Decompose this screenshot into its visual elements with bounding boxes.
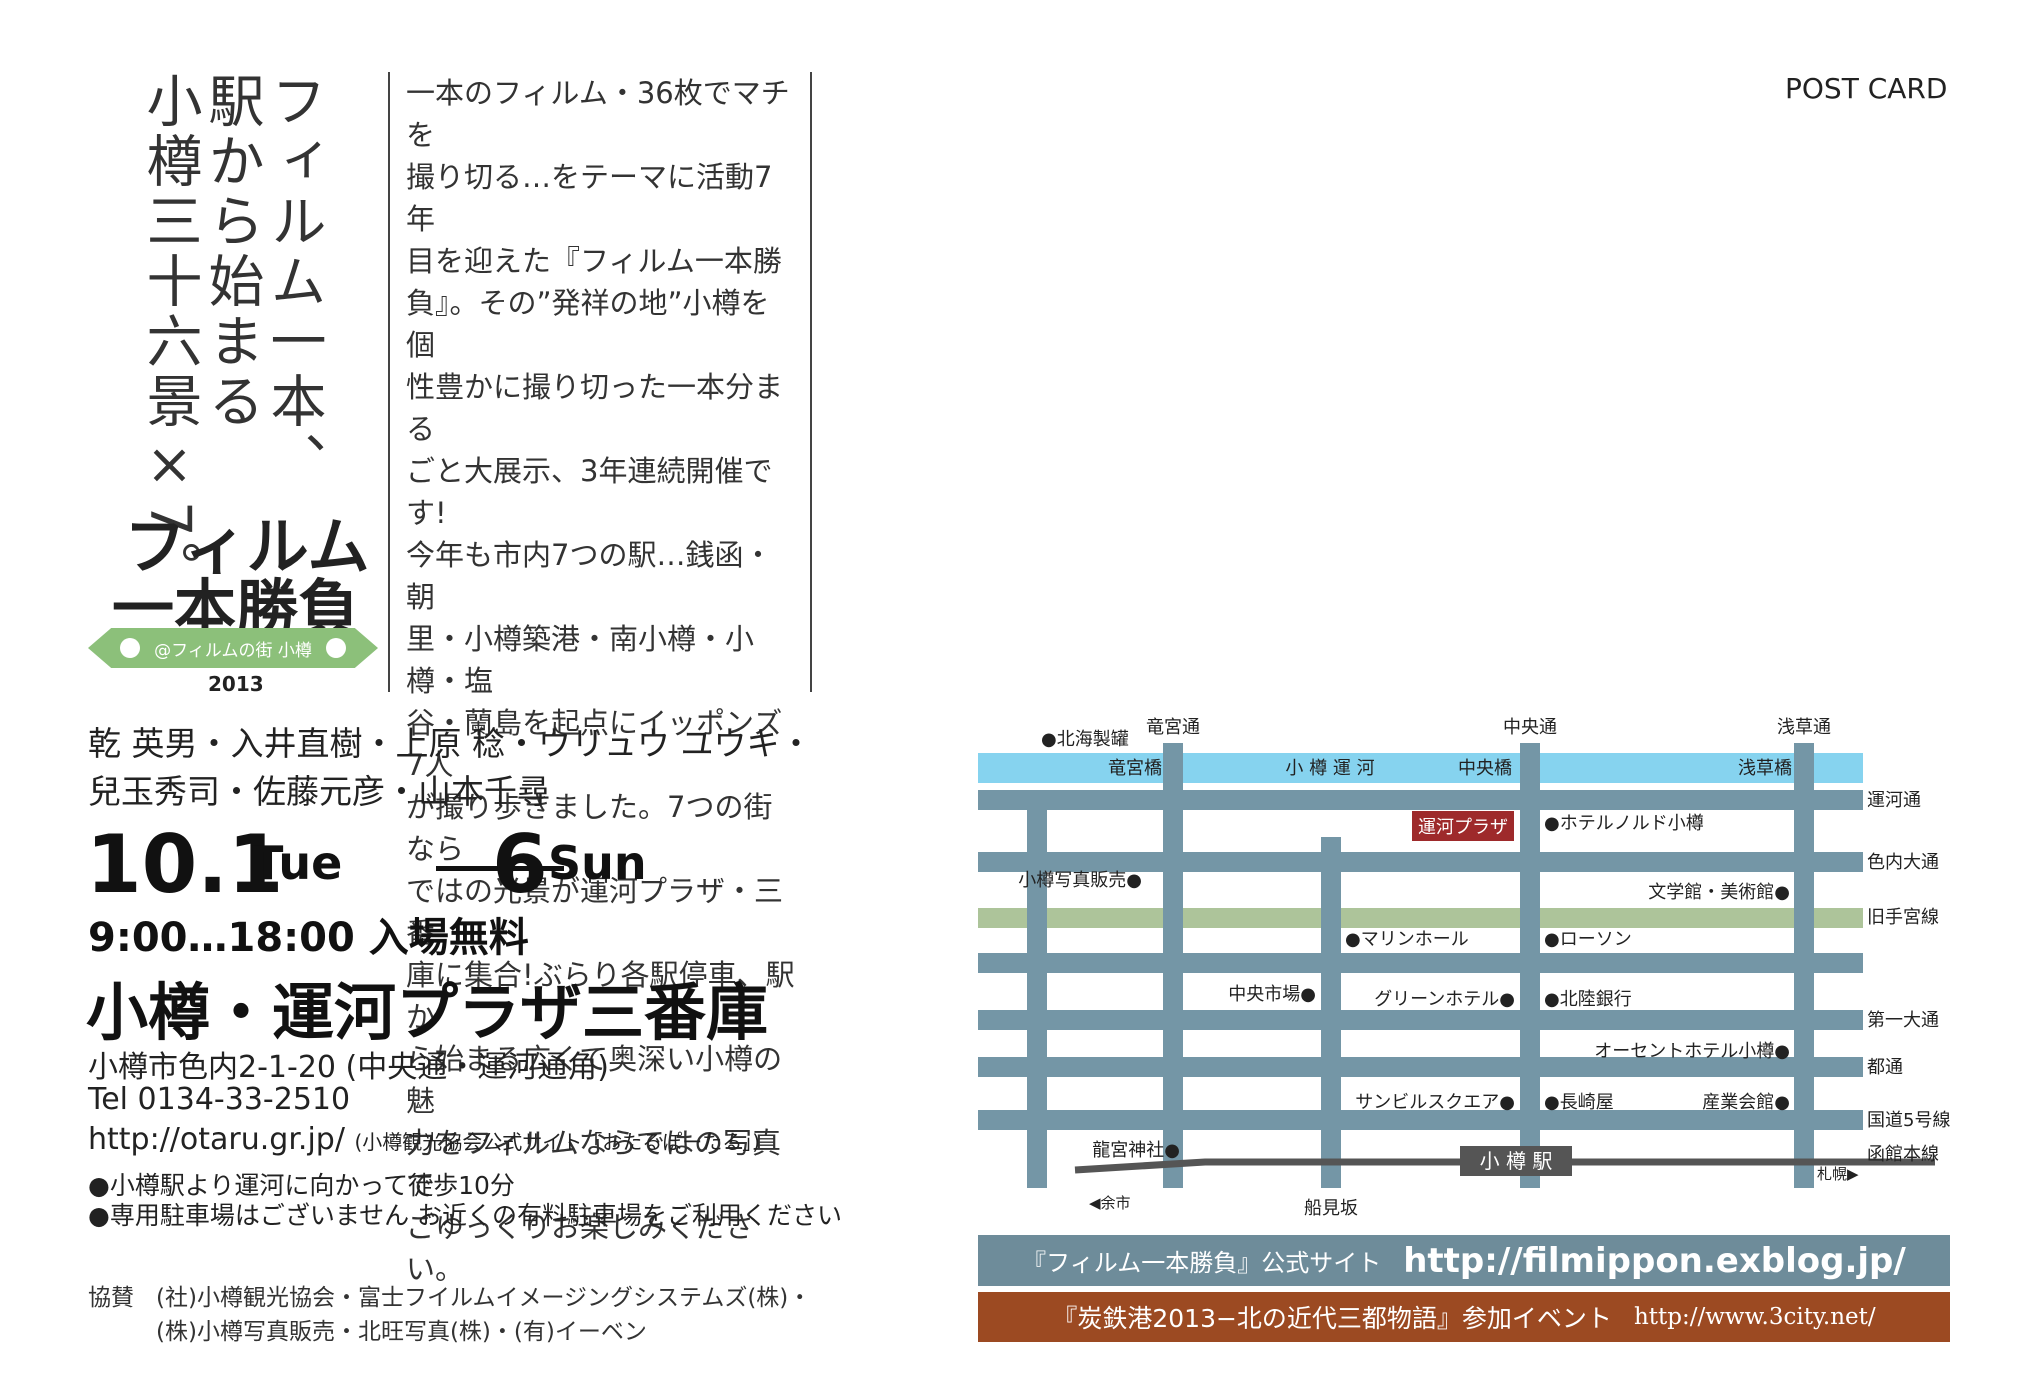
place-hokuriku: ●北陸銀行 (1544, 989, 1632, 1010)
street-asakusa (1794, 743, 1814, 1188)
road-label-daiichi: 第一大通 (1867, 1010, 1939, 1031)
plaza-label: 運河プラザ (1418, 817, 1508, 838)
event-link[interactable]: http://www.3city.net/ (1633, 1304, 1876, 1330)
event-label: 『炭鉄港2013−北の近代三都物語』参加イベント (1052, 1304, 1612, 1333)
old-rail-line (978, 908, 1863, 928)
place-marine: ●マリンホール (1345, 929, 1469, 950)
station-label: 小 樽 駅 (1480, 1149, 1553, 1173)
road-label-route5: 国道5号線 (1867, 1110, 1950, 1131)
canal (978, 753, 1863, 783)
event-bar: 『炭鉄港2013−北の近代三都物語』参加イベント http://www.3cit… (978, 1292, 1950, 1342)
place-ocean: オーセントホテル小樽● (1594, 1041, 1790, 1062)
start-date: 10.1 (86, 818, 284, 911)
sponsor-label: 協賛 (88, 1285, 134, 1311)
website-line: http://otaru.gr.jp/ (小樽観光協会公式サイト「おたるぽーたる… (88, 1122, 760, 1157)
street-funami (1321, 837, 1341, 1188)
intro-text: 一本のフィルム・36枚でマチを 撮り切る…をテーマに活動7年 目を迎えた『フィル… (406, 76, 795, 1286)
street-label-chuo: 中央通 (1503, 717, 1557, 738)
logo-banner: @フィルムの街 小樽 (88, 628, 378, 668)
tagline-col-3: 小樽三十六景×7。 (137, 72, 202, 601)
street-ironai (978, 852, 1863, 872)
tagline-col-2: 駅から始まる (199, 72, 264, 432)
place-sunbil: サンビルスクエア● (1355, 1092, 1515, 1113)
road-label-temiya: 旧手宮線 (1867, 907, 1939, 928)
logo-banner-text: @フィルムの街 小樽 (154, 640, 312, 661)
bridge-asakusa: 浅草橋 (1738, 758, 1792, 779)
venue-tel: Tel 0134-33-2510 (88, 1082, 351, 1117)
street-chuo (1520, 743, 1540, 1188)
intro-box: 一本のフィルム・36枚でマチを 撮り切る…をテーマに活動7年 目を迎えた『フィル… (388, 72, 812, 1286)
place-bungaku: 文学館・美術館● (1648, 882, 1790, 903)
end-day: Sun (548, 836, 647, 890)
place-funami: 船見坂 (1304, 1198, 1358, 1219)
place-chuo-ichiba: 中央市場● (1228, 984, 1316, 1005)
street-ryugu (1163, 743, 1183, 1188)
street-unga (978, 790, 1863, 810)
website-link[interactable]: http://otaru.gr.jp/ (88, 1122, 345, 1157)
canal-label: 小 樽 運 河 (1285, 758, 1374, 779)
website-note: (小樽観光協会公式サイト「おたるぽーたる」) (354, 1130, 761, 1154)
street-label-asakusa: 浅草通 (1777, 717, 1831, 738)
access-map: 小 樽 駅 運河プラザ 小 樽 運 河 竜宮橋 中央橋 浅草橋 竜宮通 中央通 … (978, 717, 1950, 1219)
street-route5 (978, 1110, 1863, 1130)
official-site-label: 『フィルム一本勝負』公式サイト (1022, 1249, 1382, 1277)
venue-address: 小樽市色内2-1-20 (中央通・運河通角) (88, 1050, 609, 1085)
bridge-ryugu: 竜宮橋 (1108, 758, 1162, 779)
place-shashin: 小樽写真販売● (1018, 870, 1142, 891)
start-day: Tue (252, 836, 343, 890)
street-label-ryugu: 竜宮通 (1146, 717, 1200, 738)
opening-hours: 9:00…18:00 入場無料 (88, 915, 529, 961)
street-vertical-1 (1027, 790, 1047, 1188)
circle-icon (325, 638, 346, 658)
road-label-ironai: 色内大通 (1867, 852, 1939, 873)
bridge-chuo: 中央橋 (1458, 758, 1512, 779)
place-green: グリーンホテル● (1374, 989, 1515, 1010)
postcard-label: POST CARD (1785, 72, 1948, 105)
station-box (1460, 1146, 1572, 1176)
official-site-bar: 『フィルム一本勝負』公式サイト http://filmippon.exblog.… (978, 1235, 1950, 1286)
logo-year: 2013 (208, 672, 264, 696)
sponsor-line-1: (社)小樽観光協会・富士フイルムイメージングシステムズ(株)・ (156, 1285, 812, 1311)
place-sangyo: 産業会館● (1702, 1092, 1790, 1113)
date-range-rule (436, 866, 564, 871)
direction-yoichi: ◀余市 (1089, 1194, 1131, 1212)
road-label-unga: 運河通 (1867, 790, 1921, 811)
street-daiichi (978, 1010, 1863, 1030)
road-label-hakodate: 函館本線 (1867, 1144, 1939, 1165)
place-ryugu: 龍宮神社● (1092, 1140, 1180, 1161)
place-nagasaki: ●長崎屋 (1544, 1092, 1614, 1113)
tagline-col-1: フィルム一本、 (261, 72, 326, 492)
street-unnamed (978, 953, 1863, 973)
plaza-marker (1412, 811, 1514, 841)
place-hotel-nord: ●ホテルノルド小樽 (1544, 813, 1704, 834)
railway-line (1074, 1158, 1935, 1174)
road-label-miyako: 都通 (1867, 1057, 1903, 1078)
official-site-link[interactable]: http://filmippon.exblog.jp/ (1403, 1240, 1906, 1281)
artist-list: 乾 英男・入井直樹・上原 稔・ウリュウ ユウキ・ 兒玉秀司・佐藤元彦・山本千尋 (88, 724, 813, 811)
end-date: 6 (492, 818, 548, 911)
access-note: ●小樽駅より運河に向かって徒歩10分 (88, 1171, 515, 1200)
sponsor-line-2: (株)小樽写真販売・北旺写真(株)・(有)イーベン (156, 1319, 647, 1345)
venue-name: 小樽・運河プラザ三番庫 (86, 976, 769, 1049)
place-lawson: ●ローソン (1544, 929, 1632, 950)
parking-note: ●専用駐車場はございません お近くの有料駐車場をご利用ください (88, 1201, 843, 1230)
street-miyako (978, 1057, 1863, 1077)
logo-line-1: フィルム (124, 510, 370, 583)
place-hokkai: ●北海製罐 (1041, 729, 1129, 750)
direction-sapporo: 札幌▶ (1817, 1165, 1859, 1183)
circle-icon (120, 638, 141, 658)
